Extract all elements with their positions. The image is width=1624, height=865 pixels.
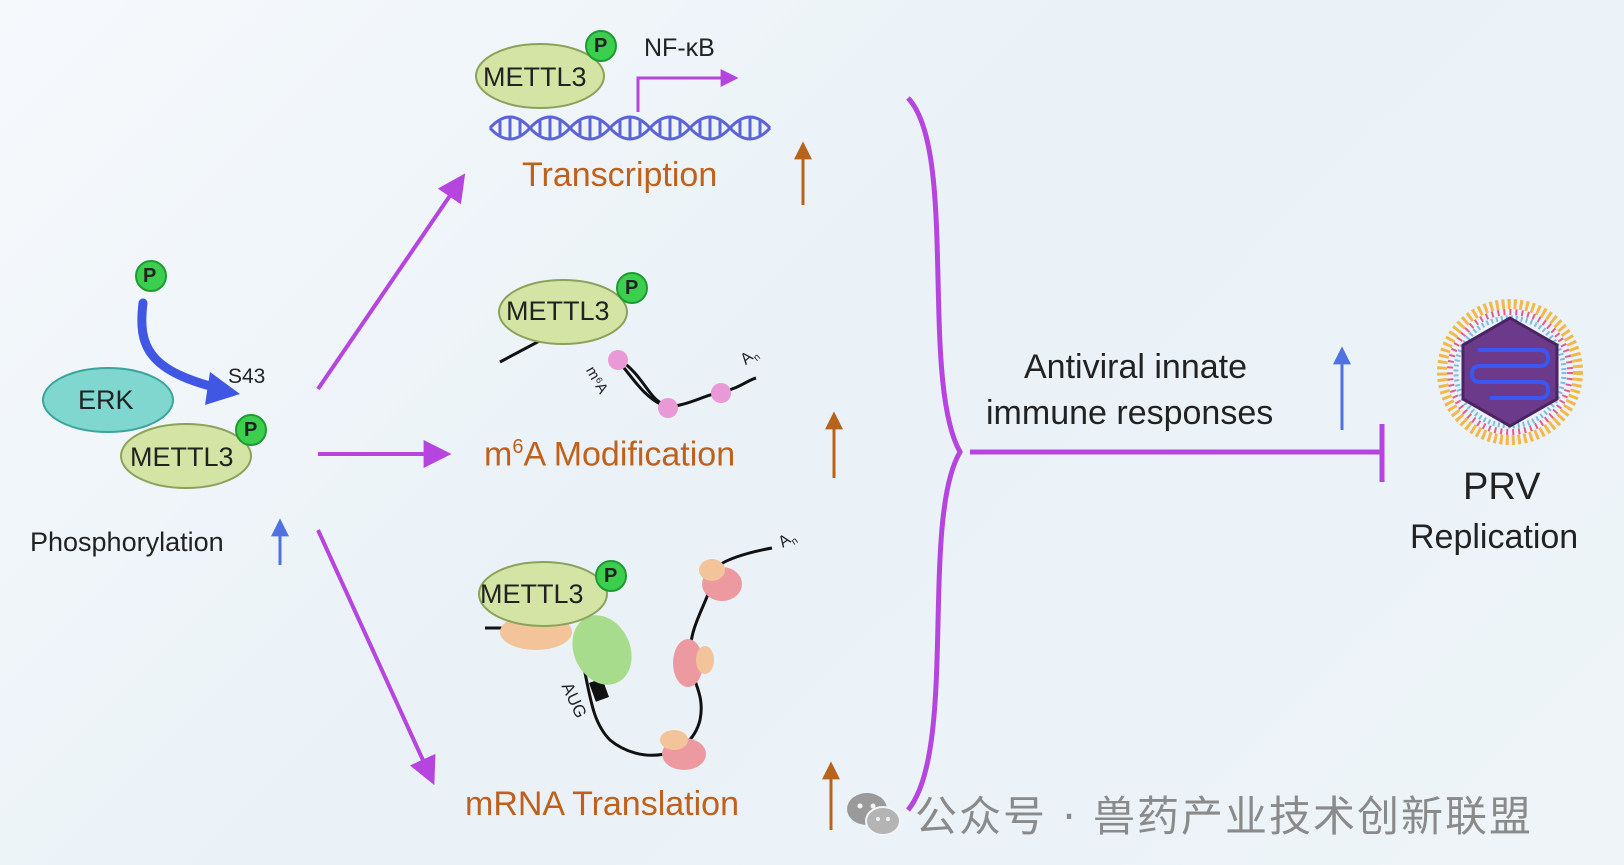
mettl3-protein-left bbox=[120, 423, 252, 489]
antiviral-response-line1: Antiviral innate bbox=[1024, 348, 1248, 386]
mettl3-phosphate-left bbox=[235, 414, 267, 446]
s43-site-label: S43 bbox=[228, 365, 266, 388]
mettl3-phosphate-transcription bbox=[585, 30, 617, 62]
convergence-brace bbox=[906, 96, 963, 812]
mettl3-protein-m6a bbox=[498, 279, 628, 345]
phosphate-label-left: P bbox=[244, 419, 258, 441]
ribosome-3-small bbox=[699, 559, 725, 581]
phosphate-label-free: P bbox=[143, 265, 157, 287]
erk-protein bbox=[42, 367, 174, 433]
free-phosphate bbox=[135, 260, 167, 292]
transcription-panel bbox=[475, 30, 812, 205]
mettl3-label-left: METTL3 bbox=[130, 442, 234, 472]
phosphate-label-m6a: P bbox=[625, 277, 639, 299]
transcription-caption: Transcription bbox=[522, 156, 718, 194]
antiviral-response-line2: immune responses bbox=[986, 394, 1274, 432]
nfkb-promoter-arrow bbox=[636, 69, 739, 112]
m6a-modification-caption: m6A Modification bbox=[484, 435, 736, 474]
ribosome-2-large bbox=[673, 639, 703, 687]
phosphate-label-transcription: P bbox=[594, 35, 608, 57]
branch-arrows bbox=[316, 173, 466, 786]
phosphorylation-label: Phosphorylation bbox=[30, 527, 224, 557]
mettl3-label-m6a: METTL3 bbox=[506, 296, 610, 326]
watermark: 公众号 · 兽药产业技术创新联盟 bbox=[845, 783, 1533, 844]
mettl3-label-translation: METTL3 bbox=[480, 579, 584, 609]
phosphate-transfer-arrow bbox=[137, 298, 231, 395]
wechat-icon bbox=[847, 792, 901, 836]
mettl3-phosphate-translation bbox=[595, 560, 627, 592]
mettl3-phosphate-m6a bbox=[616, 272, 648, 304]
nfkb-label: NF-κB bbox=[644, 34, 715, 62]
ribosome-1-small bbox=[660, 730, 688, 750]
arrow-to-translation bbox=[316, 529, 436, 786]
phosphorylation-group bbox=[42, 260, 289, 565]
prv-label: PRV bbox=[1463, 466, 1541, 508]
mettl3-protein-transcription bbox=[475, 43, 605, 109]
translation-panel bbox=[478, 546, 840, 830]
arrow-to-transcription bbox=[316, 173, 466, 391]
mettl3-protein-translation bbox=[478, 561, 608, 627]
ribosome-2-small bbox=[696, 646, 714, 674]
phosphate-label-translation: P bbox=[604, 565, 618, 587]
phosphate-transfer-arrowhead bbox=[205, 372, 240, 405]
m6a-dot-1 bbox=[608, 350, 628, 370]
m6a-dot-3 bbox=[711, 383, 731, 403]
mrna-translation-caption: mRNA Translation bbox=[465, 785, 739, 823]
erk-label: ERK bbox=[78, 385, 134, 415]
watermark-text: 公众号 · 兽药产业技术创新联盟 bbox=[915, 792, 1534, 841]
prv-virus-icon bbox=[1437, 299, 1583, 445]
initiation-factor bbox=[572, 615, 632, 685]
m6a-panel bbox=[498, 272, 843, 478]
mettl3-label-transcription: METTL3 bbox=[483, 62, 587, 92]
replication-label: Replication bbox=[1410, 518, 1579, 556]
dna-helix bbox=[488, 115, 772, 141]
m6a-dot-2 bbox=[658, 398, 678, 418]
